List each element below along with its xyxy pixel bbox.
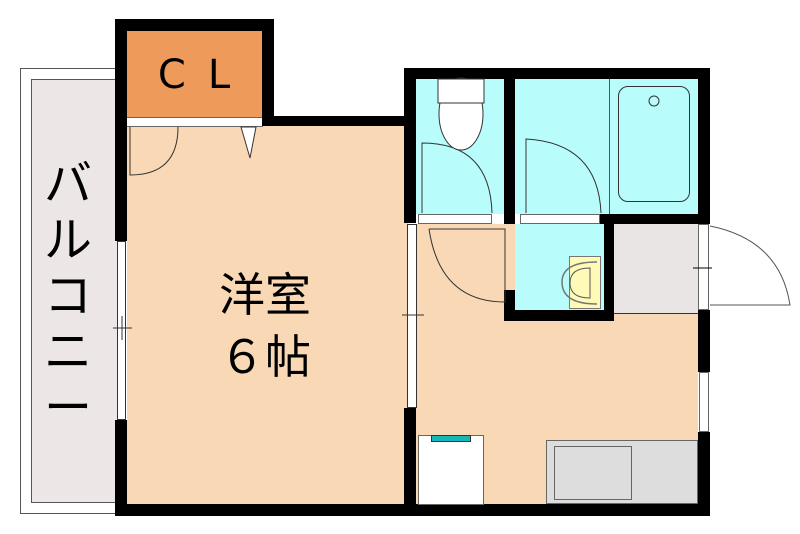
wall [115, 19, 127, 241]
closet-door-strip [127, 117, 263, 127]
closet-char: C [157, 52, 208, 98]
closet-label: CL [150, 55, 260, 95]
room-size: ６帖 [219, 330, 311, 384]
balcony-label: バ ル コ ニ ー [38, 160, 98, 432]
wall [504, 68, 515, 224]
kitchen-counter [546, 440, 698, 504]
toilet-door-strip [418, 214, 492, 224]
wall [504, 310, 614, 321]
wall [604, 214, 614, 321]
balcony-char: ニ [43, 324, 92, 380]
wall [404, 68, 416, 223]
partition-door[interactable] [407, 224, 417, 408]
balcony-char: コ [43, 268, 92, 324]
fridge-accent [431, 435, 471, 442]
balcony [20, 68, 120, 514]
wall [698, 310, 710, 372]
front-door-frame[interactable] [698, 224, 709, 310]
bathroom [515, 78, 698, 214]
room-type: 洋室 [219, 268, 311, 322]
wall [262, 116, 416, 126]
kitchen-window[interactable] [699, 372, 709, 432]
bathroom-divider [609, 79, 610, 214]
wall [698, 68, 710, 224]
balcony-char: ル [43, 212, 92, 268]
western-room [127, 126, 408, 506]
wall [404, 68, 710, 79]
wall [115, 420, 127, 516]
wall [600, 214, 710, 224]
balcony-char: バ [43, 156, 92, 212]
sink [554, 446, 632, 500]
wall [262, 19, 274, 126]
wall [115, 19, 274, 31]
western-room-label: 洋室 ６帖 [190, 272, 340, 380]
balcony-char: ー [43, 380, 92, 436]
balcony-floor [31, 79, 119, 503]
wall [698, 432, 710, 516]
bathtub [618, 86, 690, 202]
bathroom-door-strip [520, 214, 600, 224]
wall [504, 290, 515, 320]
wall [404, 408, 416, 516]
entrance [612, 224, 698, 314]
closet-char: L [207, 52, 253, 98]
wall [115, 504, 710, 516]
closet [127, 31, 263, 117]
